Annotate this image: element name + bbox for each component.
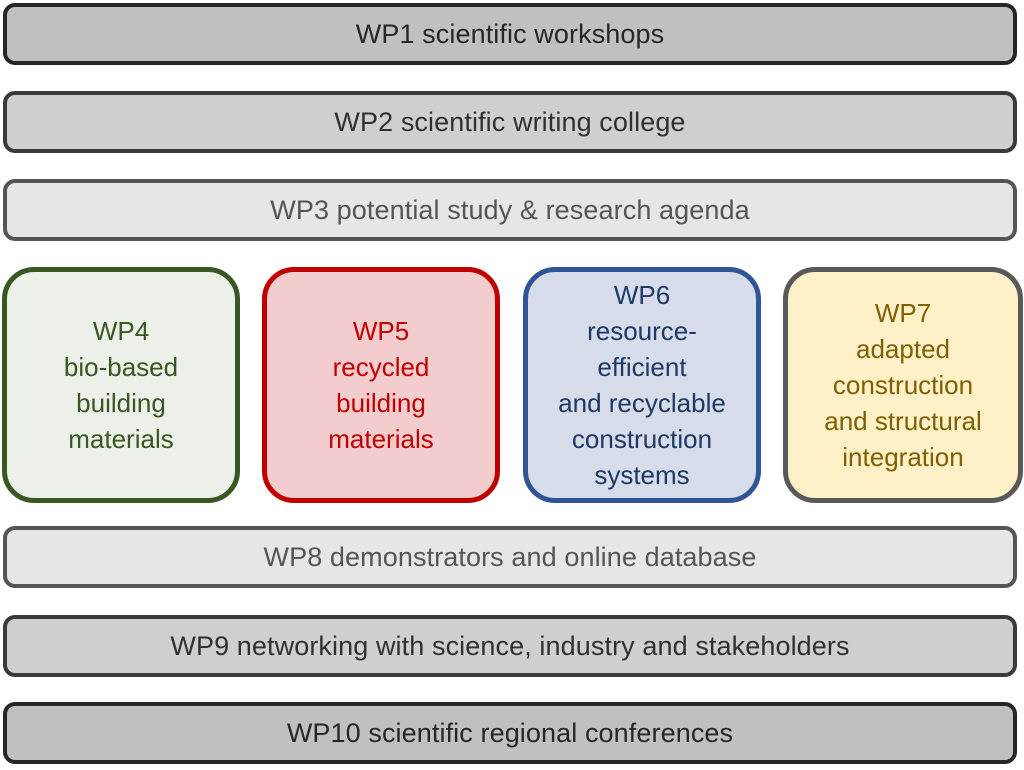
wp4-label: WP4 bio-based building materials bbox=[63, 316, 179, 454]
wp7-label: WP7 adapted construction and structural … bbox=[824, 298, 982, 472]
wp9-bar: WP9 networking with science, industry an… bbox=[3, 615, 1017, 677]
wp2-label: WP2 scientific writing college bbox=[334, 106, 686, 137]
wp8-bar: WP8 demonstrators and online database bbox=[3, 526, 1017, 588]
wp6-card: WP6 resource- efficient and recyclable c… bbox=[523, 267, 761, 503]
wp10-bar: WP10 scientific regional conferences bbox=[3, 702, 1017, 764]
wp4-card: WP4 bio-based building materials bbox=[2, 267, 240, 503]
wp9-label: WP9 networking with science, industry an… bbox=[170, 630, 850, 661]
wp6-label: WP6 resource- efficient and recyclable c… bbox=[558, 280, 726, 490]
wp2-bar: WP2 scientific writing college bbox=[3, 91, 1017, 153]
wp7-card: WP7 adapted construction and structural … bbox=[783, 267, 1023, 503]
wp5-card: WP5 recycled building materials bbox=[262, 267, 500, 503]
wp3-bar: WP3 potential study & research agenda bbox=[3, 179, 1017, 241]
wp3-label: WP3 potential study & research agenda bbox=[270, 194, 750, 225]
wp5-label: WP5 recycled building materials bbox=[328, 316, 434, 454]
wp1-bar: WP1 scientific workshops bbox=[3, 3, 1017, 65]
wp1-label: WP1 scientific workshops bbox=[355, 18, 665, 49]
wp10-label: WP10 scientific regional conferences bbox=[286, 717, 734, 748]
wp8-label: WP8 demonstrators and online database bbox=[263, 541, 757, 572]
